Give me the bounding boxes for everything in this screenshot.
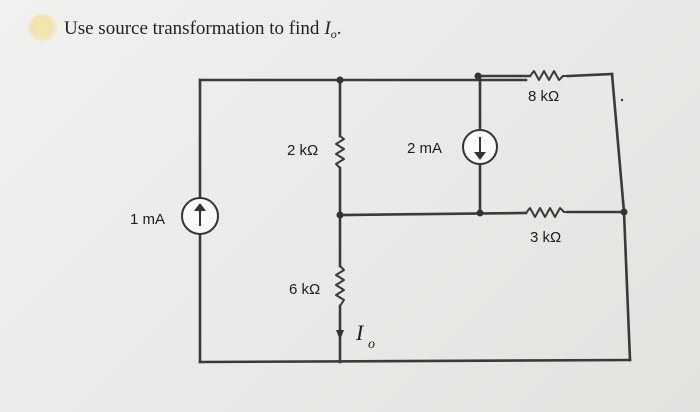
- node-top-right: [474, 72, 482, 80]
- problem-subscript: o: [330, 27, 337, 41]
- wire-horizontal-mid: [338, 211, 528, 217]
- io-arrowhead-icon: [336, 330, 344, 340]
- node-mid-right: [476, 209, 484, 217]
- wire-bottom: [198, 358, 632, 364]
- arrowhead-up-icon: [194, 203, 206, 211]
- label-6k: 6 kΩ: [289, 281, 320, 298]
- wire-right-lower: [622, 210, 632, 362]
- resistor-3k: [525, 207, 568, 218]
- label-io-subscript: o: [368, 337, 375, 352]
- label-8k: 8 kΩ: [528, 88, 559, 105]
- label-2ma: 2 mA: [407, 140, 442, 157]
- resistor-2k: [335, 135, 345, 169]
- node-right-top: [620, 98, 624, 102]
- highlight-blob: [28, 14, 58, 42]
- label-1ma: 1 mA: [130, 211, 165, 228]
- arrowhead-down-icon: [474, 152, 486, 160]
- label-io: I: [355, 320, 365, 345]
- resistor-8k: [529, 70, 568, 81]
- node-right: [620, 208, 628, 216]
- wire-top-right-a: [566, 72, 614, 78]
- label-2k: 2 kΩ: [287, 142, 318, 159]
- wire-right-upper: [610, 72, 626, 214]
- label-3k: 3 kΩ: [530, 229, 561, 246]
- problem-variable: I: [324, 18, 331, 39]
- resistor-6k: [335, 265, 345, 307]
- node-mid-left: [336, 211, 344, 219]
- node-top-mid: [336, 76, 344, 84]
- problem-text: Use source transformation to find: [64, 18, 320, 39]
- problem-end: .: [336, 18, 342, 39]
